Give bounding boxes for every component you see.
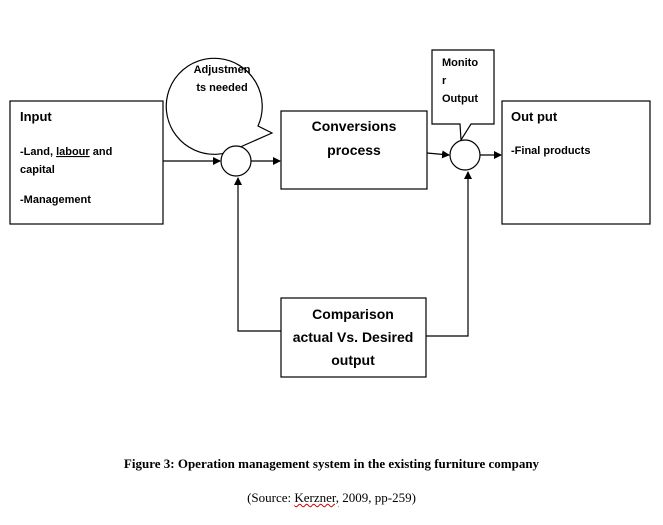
output-title: Out put	[511, 109, 558, 124]
conversion-line2: process	[327, 142, 381, 158]
comparison-box: Comparison actual Vs. Desired output	[280, 297, 427, 378]
input-item-management: -Management	[20, 194, 91, 206]
figure-caption: Figure 3: Operation management system in…	[123, 456, 540, 471]
adjustments-line1: Adjustmen	[194, 64, 251, 76]
arrow-comparison-to-output-junction	[426, 171, 472, 337]
monitor-line2: r	[442, 75, 447, 87]
comparison-line2: actual Vs. Desired	[293, 329, 414, 345]
monitor-line3: Output	[442, 93, 478, 105]
input-item-capital: capital	[20, 164, 55, 176]
adjustments-line2: ts needed	[196, 82, 247, 94]
conversion-line1: Conversions	[312, 118, 397, 134]
arrow-comparison-to-input-junction	[234, 177, 281, 332]
arrow-conversion-to-junction	[426, 150, 450, 159]
figure-source: (Source: Kerzner, 2009, pp-259)	[247, 490, 416, 505]
conversion-process-box: Conversions process	[280, 110, 428, 190]
input-title: Input	[20, 109, 52, 124]
monitor-output-callout: Monito r Output	[431, 49, 495, 142]
input-box: Input -Land, labour and capital -Managem…	[9, 100, 164, 225]
adjustments-callout: Adjustmen ts needed	[165, 57, 274, 155]
comparison-line3: output	[331, 352, 375, 368]
output-summing-junction	[449, 139, 481, 171]
output-box: Out put -Final products	[501, 100, 651, 225]
output-item-final-products: -Final products	[511, 145, 590, 157]
input-item-land-labour: -Land, labour and	[20, 146, 112, 158]
monitor-line1: Monito	[442, 57, 478, 69]
comparison-line1: Comparison	[312, 306, 394, 322]
input-summing-junction	[220, 145, 252, 177]
